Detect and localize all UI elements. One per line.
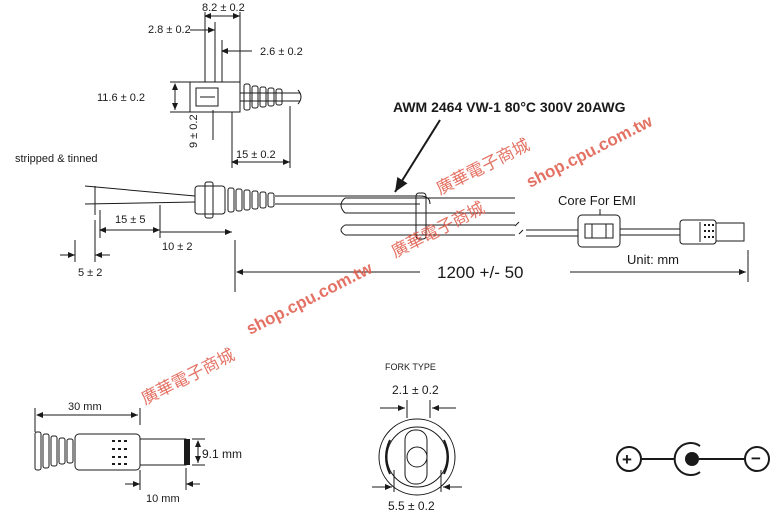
dim-top-mid: 2.6 ± 0.2 bbox=[260, 46, 303, 58]
boot-detail: 8.2 ± 0.2 2.8 ± 0.2 2.6 ± 0.2 11.6 ± 0.2… bbox=[97, 2, 303, 168]
dc-plug-right bbox=[679, 219, 745, 245]
fork-pin bbox=[404, 429, 428, 485]
cable-boot bbox=[194, 185, 226, 215]
plug-ribs bbox=[34, 431, 74, 471]
polarity-minus: − bbox=[751, 449, 761, 468]
dim-height-inner: 9 ± 0.2 bbox=[188, 114, 200, 148]
watermark-url-1: shop.cpu.com.tw bbox=[243, 258, 376, 338]
dim-plug-tip: 10 mm bbox=[146, 493, 180, 505]
center-positive-icon bbox=[673, 442, 701, 476]
label-ferrite: Core For EMI bbox=[558, 193, 636, 208]
dim-plug-diameter: 9.1 mm bbox=[202, 447, 242, 461]
dim-strip-5: 5 ± 2 bbox=[78, 267, 102, 279]
watermark-cn-2: 廣華電子商城 bbox=[138, 345, 238, 408]
plug-side-view: 30 mm 9.1 mm 10 mm bbox=[34, 401, 242, 505]
ferrite-core bbox=[577, 214, 621, 248]
dim-fork-inner: 2.1 ± 0.2 bbox=[392, 383, 439, 397]
dim-boot-length: 15 ± 0.2 bbox=[236, 149, 276, 161]
cable-assembly: stripped & tinned bbox=[15, 99, 749, 292]
dim-plug-length: 30 mm bbox=[68, 401, 102, 413]
dim-top-width: 8.2 ± 0.2 bbox=[202, 2, 245, 14]
polarity-symbol: + − bbox=[616, 442, 770, 476]
label-unit: Unit: mm bbox=[627, 252, 679, 267]
plug-tip bbox=[139, 438, 187, 466]
minus-terminal-icon bbox=[744, 446, 770, 472]
boot-ribs bbox=[243, 83, 283, 111]
dim-strip-10: 10 ± 2 bbox=[162, 241, 193, 253]
fork-outer-ring bbox=[378, 418, 456, 496]
cable-tie bbox=[415, 192, 427, 240]
label-stripped: stripped & tinned bbox=[15, 153, 98, 165]
dim-fork-outer: 5.5 ± 0.2 bbox=[388, 499, 435, 513]
label-fork-type: FORK TYPE bbox=[385, 362, 436, 372]
lead-lower bbox=[84, 201, 196, 205]
polarity-plus: + bbox=[622, 450, 632, 469]
plug-body bbox=[74, 433, 141, 471]
watermark-cn-3: 廣華電子商城 bbox=[433, 135, 533, 198]
dim-height-outer: 11.6 ± 0.2 bbox=[97, 92, 145, 104]
watermark-url-2: shop.cpu.com.tw bbox=[523, 111, 656, 191]
boot-inner bbox=[195, 87, 219, 107]
fork-type-view: FORK TYPE 2.1 ± 0.2 5.5 ± 0.2 bbox=[372, 362, 462, 513]
dim-strip-15: 15 ± 5 bbox=[115, 214, 146, 226]
cable-boot-ribs bbox=[227, 187, 275, 213]
lead-upper bbox=[84, 185, 196, 197]
dim-top-left-offset: 2.8 ± 0.2 bbox=[148, 24, 191, 36]
watermark-cn-1: 廣華電子商城 bbox=[388, 198, 488, 261]
dim-cable-length: 1200 +/- 50 bbox=[437, 263, 524, 282]
label-cable-spec: AWM 2464 VW-1 80°C 300V 20AWG bbox=[393, 99, 626, 115]
